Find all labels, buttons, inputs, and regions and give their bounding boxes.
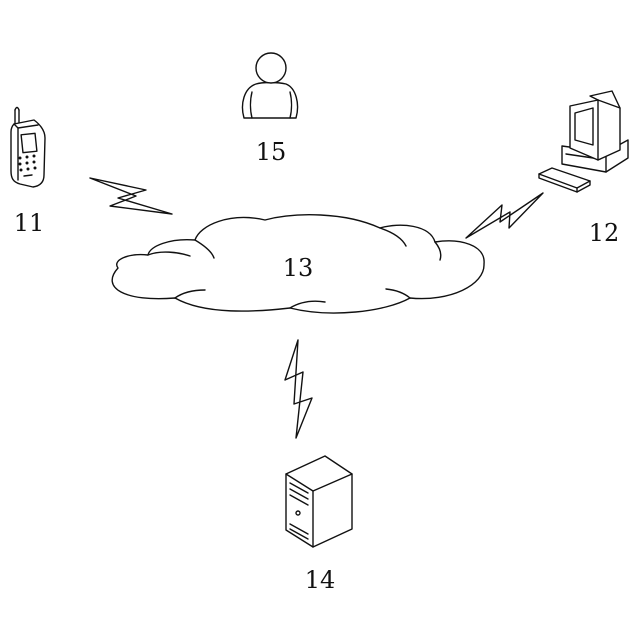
mobile-phone-icon bbox=[11, 108, 45, 188]
phone-label: 11 bbox=[14, 209, 45, 237]
server-label: 14 bbox=[305, 566, 336, 594]
computer-label: 12 bbox=[589, 219, 620, 247]
wireless-link-computer-icon bbox=[466, 193, 543, 238]
desktop-computer-icon bbox=[539, 91, 628, 192]
user-label: 15 bbox=[256, 138, 287, 166]
user-icon bbox=[243, 53, 298, 118]
network-label: 13 bbox=[283, 254, 314, 282]
server-icon bbox=[286, 456, 352, 547]
wireless-link-server-icon bbox=[285, 340, 312, 438]
wireless-link-phone-icon bbox=[90, 178, 172, 214]
